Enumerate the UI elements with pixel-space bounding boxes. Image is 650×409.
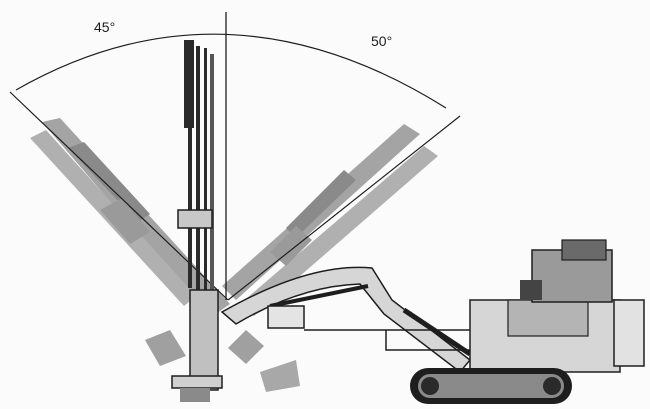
boom-arm (220, 266, 472, 374)
crawler-track (410, 368, 572, 404)
angle-label-right: 50° (371, 33, 393, 49)
angle-label-left: 45° (94, 19, 116, 35)
carrier-body (469, 239, 645, 373)
vertical-mast (171, 40, 223, 402)
ghost-boom-right (222, 124, 438, 392)
